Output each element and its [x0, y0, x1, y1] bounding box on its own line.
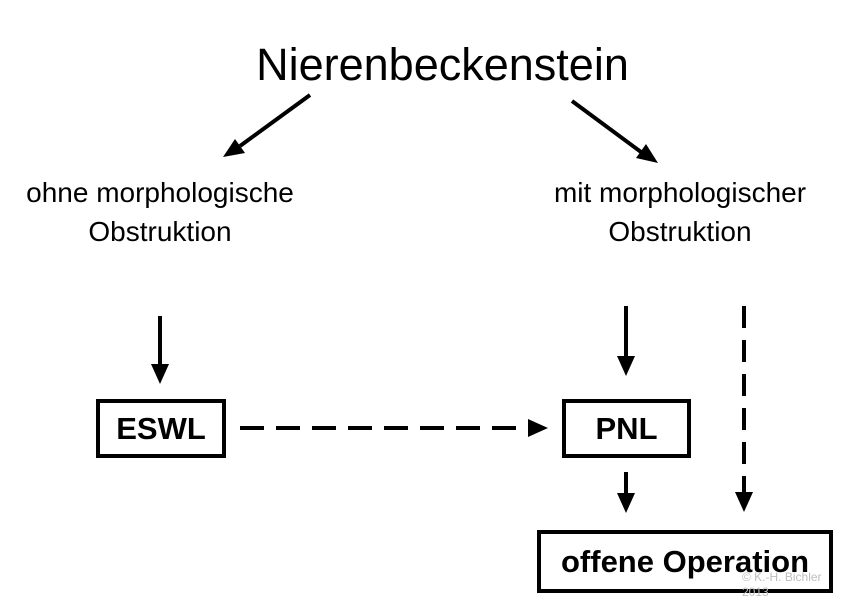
branch-without-obstruction: ohne morphologische Obstruktion	[0, 173, 320, 251]
branch-with-obstruction: mit morphologischer Obstruktion	[520, 173, 840, 251]
arrowhead-title-to-right	[636, 144, 658, 163]
branch-right-line1: mit morphologischer	[553, 177, 807, 208]
diagram-title: Nierenbeckenstein	[256, 39, 629, 90]
arrowhead-right-to-pnl	[617, 356, 635, 376]
eswl-box: ESWL	[96, 399, 226, 458]
branch-left-line2: Obstruktion	[88, 216, 232, 247]
branch-left-line1: ohne morphologische	[26, 177, 294, 208]
arrowhead-title-to-left	[223, 139, 245, 157]
arrow-title-to-left	[238, 93, 312, 148]
open-operation-box: offene Operation	[537, 530, 833, 593]
arrow-title-to-right	[570, 99, 643, 154]
arrowhead-pnl-to-operation	[617, 493, 635, 513]
branch-right-line2: Obstruktion	[608, 216, 752, 247]
pnl-box: PNL	[562, 399, 691, 458]
arrowhead-right-to-operation	[735, 492, 753, 512]
arrowhead-eswl-to-pnl	[528, 419, 548, 437]
arrowhead-left-to-eswl	[151, 364, 169, 384]
copyright-notice: © K.-H. Bichler 2013	[742, 570, 822, 599]
